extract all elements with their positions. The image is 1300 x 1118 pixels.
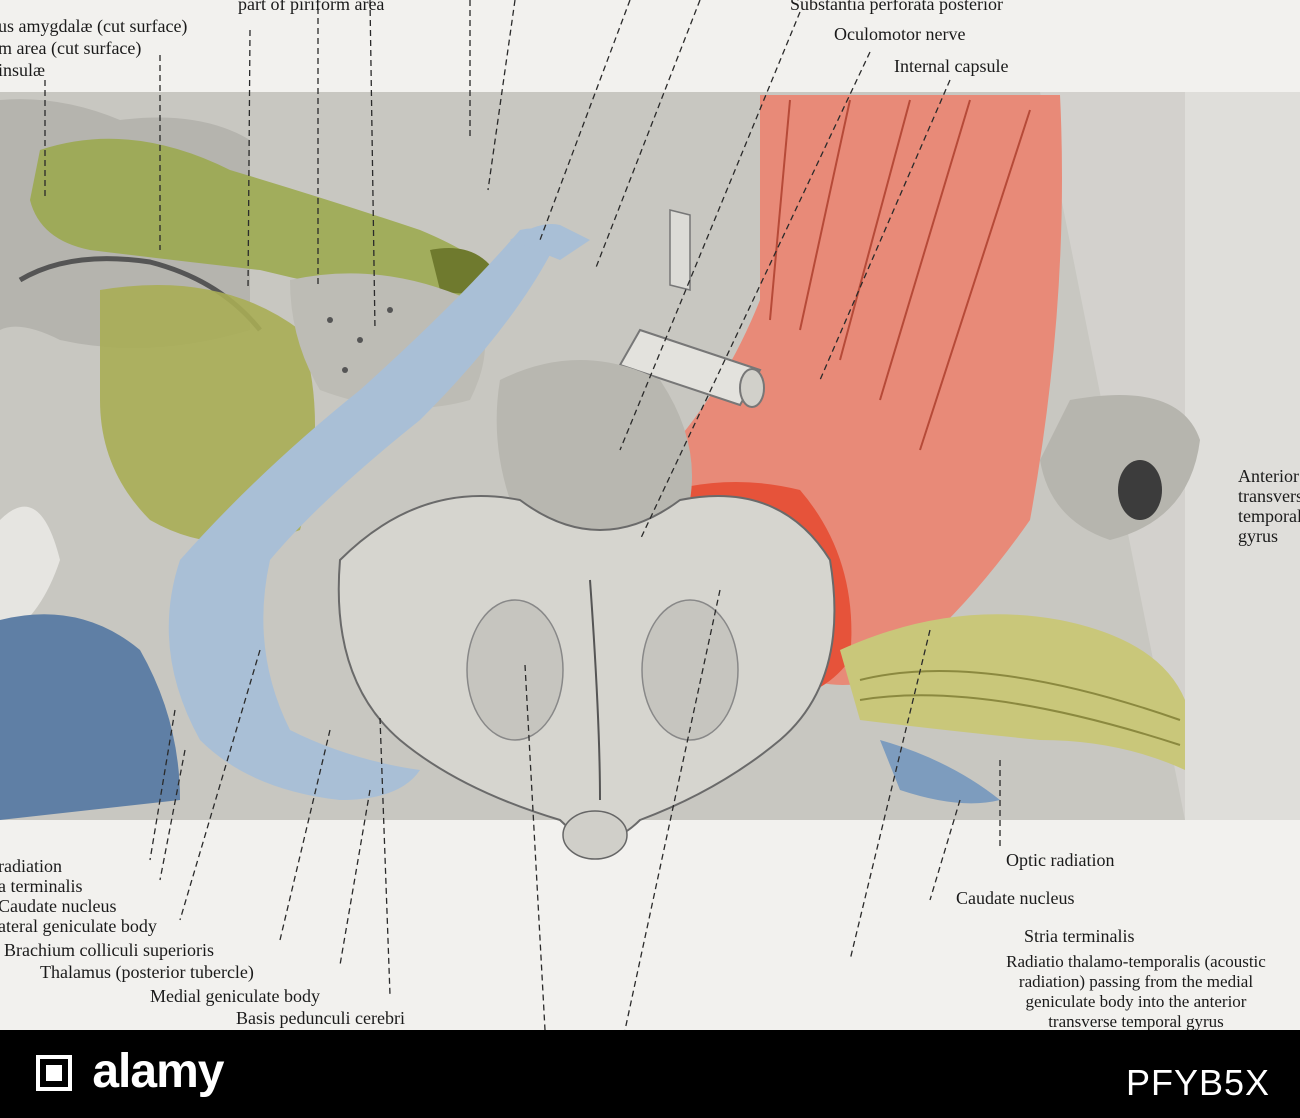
label-lateral-geniculate: ateral geniculate body xyxy=(0,916,157,936)
label-optic-radiation-left: radiation xyxy=(0,856,62,876)
label-piriform-part: part of piriform area xyxy=(238,0,385,14)
alamy-mark-icon xyxy=(36,1055,72,1091)
label-oculomotor-nerve: Oculomotor nerve xyxy=(834,24,966,44)
label-anterior-transverse-gyrus: Anterior transverse temporal gyrus xyxy=(1238,466,1300,546)
label-basis-pedunculi: Basis pedunculi cerebri xyxy=(236,1008,405,1028)
label-optic-radiation-right: Optic radiation xyxy=(1006,850,1115,870)
label-insulae: insulæ xyxy=(0,60,46,80)
label-stria-terminalis-right: Stria terminalis xyxy=(1024,926,1135,946)
label-caudate-nucleus-left: Caudate nucleus xyxy=(0,896,117,916)
alamy-logo: alamy xyxy=(34,1044,224,1099)
anatomical-illustration xyxy=(0,0,1300,1030)
optic-tract xyxy=(0,228,1000,820)
image-id: PFYB5X xyxy=(1125,1062,1270,1103)
label-nucleus-amygdalae: us amygdalæ (cut surface) xyxy=(0,16,188,36)
label-piriform-cut-surface: m area (cut surface) xyxy=(0,38,142,58)
label-internal-capsule: Internal capsule xyxy=(894,56,1009,76)
label-radiatio-thalamo-temporalis: Radiatio thalamo-temporalis (acoustic ra… xyxy=(1006,952,1266,1031)
label-brachium-colliculi: Brachium colliculi superioris xyxy=(4,940,214,960)
alamy-brand: alamy xyxy=(92,1045,224,1098)
label-caudate-nucleus-right: Caudate nucleus xyxy=(956,888,1075,908)
label-substantia-perforata: Substantia perforata posterior xyxy=(790,0,1003,14)
watermark-bar xyxy=(0,1030,1300,1118)
stria-terminalis-band xyxy=(840,614,1185,770)
vessel xyxy=(510,209,765,408)
anterior-transverse-gyrus-region xyxy=(1040,395,1200,540)
leader-lines xyxy=(44,0,1001,1030)
label-thalamus-posterior-tubercle: Thalamus (posterior tubercle) xyxy=(40,962,254,982)
label-stria-terminalis-left: a terminalis xyxy=(0,876,83,896)
label-medial-geniculate: Medial geniculate body xyxy=(150,986,320,1006)
midbrain xyxy=(337,360,836,860)
